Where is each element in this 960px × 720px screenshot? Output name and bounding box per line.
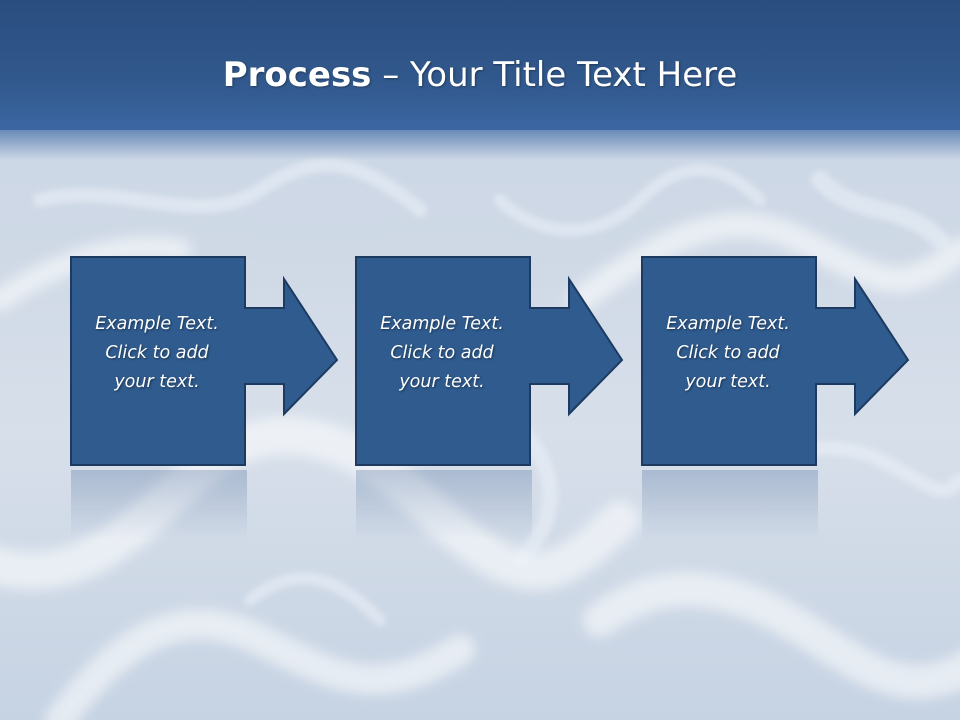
title-bold-text: Process (222, 55, 372, 95)
process-step-3[interactable]: Example Text. Click to add your text. (641, 256, 910, 468)
title-bar (0, 0, 960, 130)
process-step-1[interactable]: Example Text. Click to add your text. (70, 256, 339, 468)
step-2-arrow-shape (355, 256, 624, 466)
step-2-line-1: Example Text. (380, 314, 504, 334)
step-1-arrow-shape (70, 256, 339, 466)
step-2-text[interactable]: Example Text. Click to add your text. (357, 310, 527, 397)
step-3-arrow-shape (641, 256, 910, 466)
step-1-reflection (71, 470, 247, 540)
step-3-text[interactable]: Example Text. Click to add your text. (643, 310, 813, 397)
step-3-line-3: your text. (685, 372, 771, 392)
step-1-line-1: Example Text. (95, 314, 219, 334)
step-3-line-2: Click to add (676, 343, 780, 363)
step-1-text[interactable]: Example Text. Click to add your text. (72, 310, 242, 397)
step-2-reflection (356, 470, 532, 540)
title-bar-fade (0, 120, 960, 160)
step-3-line-1: Example Text. (666, 314, 790, 334)
title-rest-text: – Your Title Text Here (371, 55, 738, 95)
step-1-line-3: your text. (114, 372, 200, 392)
step-2-line-3: your text. (399, 372, 485, 392)
process-step-2[interactable]: Example Text. Click to add your text. (355, 256, 624, 468)
step-1-line-2: Click to add (105, 343, 209, 363)
step-2-line-2: Click to add (390, 343, 494, 363)
step-3-reflection (642, 470, 818, 540)
slide-title[interactable]: Process – Your Title Text Here (0, 50, 960, 100)
